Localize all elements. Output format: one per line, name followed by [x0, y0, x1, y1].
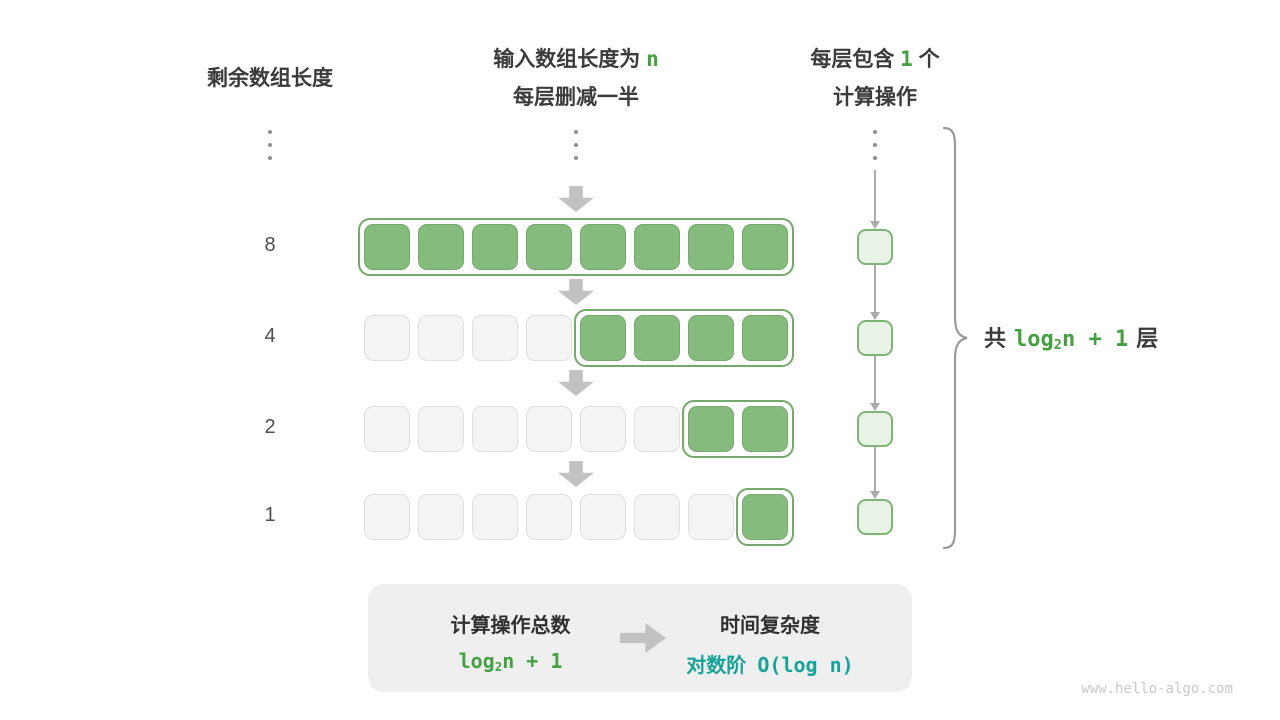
halve-arrow-icon [558, 461, 594, 487]
summary-operations: 计算操作总数 log2n + 1 [398, 609, 623, 674]
summary-box: 计算操作总数 log2n + 1 时间复杂度 对数阶 O(log n) [368, 584, 912, 692]
ops-per-layer-line2: 计算操作 [833, 86, 917, 109]
array-cell-removed [526, 406, 572, 452]
array-cell-removed [472, 315, 518, 361]
array-cell-removed [418, 315, 464, 361]
ellipsis-dots-middle [574, 130, 578, 160]
array-cell-active [634, 315, 680, 361]
operation-box [857, 411, 893, 447]
array-cell-removed [634, 406, 680, 452]
active-subarray-outline [682, 400, 794, 458]
row-length-label: 4 [264, 325, 276, 347]
row-length-label: 2 [264, 416, 276, 438]
summary-complexity: 时间复杂度 对数阶 O(log n) [660, 609, 880, 678]
op-connector-arrow [874, 447, 876, 492]
operation-box [857, 499, 893, 535]
summary-operations-formula: log2n + 1 [458, 649, 563, 674]
ellipsis-dots-right [873, 130, 877, 160]
ellipsis-dots-left [268, 130, 272, 160]
summary-complexity-formula: 对数阶 O(log n) [686, 653, 854, 677]
column-header-ops-per-layer: 每层包含 1 个 计算操作 [755, 40, 995, 117]
remaining-length-text: 剩余数组长度 [207, 67, 333, 90]
array-cell-removed [580, 406, 626, 452]
input-length-line1: 输入数组长度为 n [493, 47, 659, 71]
array-cell-removed [580, 494, 626, 540]
array-cell-active [580, 224, 626, 270]
active-subarray-outline [358, 218, 794, 276]
array-cell-active [472, 224, 518, 270]
column-header-remaining-length: 剩余数组长度 [170, 60, 370, 98]
op-connector-arrow [874, 170, 876, 222]
array-cell-active [688, 315, 734, 361]
array-cell-removed [364, 315, 410, 361]
summary-operations-title: 计算操作总数 [450, 615, 571, 637]
array-cell-active [742, 406, 788, 452]
summary-complexity-title: 时间复杂度 [720, 615, 820, 637]
op-connector-arrow [874, 265, 876, 313]
one-highlight: 1 [900, 47, 913, 71]
array-cell-active [580, 315, 626, 361]
array-cell-removed [526, 494, 572, 540]
array-cell-removed [418, 494, 464, 540]
array-cell-removed [472, 406, 518, 452]
operation-box [857, 320, 893, 356]
active-subarray-outline [736, 488, 794, 546]
array-cell-removed [526, 315, 572, 361]
input-length-line2: 每层删减一半 [513, 86, 639, 109]
row-length-label: 8 [264, 234, 276, 256]
op-connector-arrow [874, 356, 876, 404]
array-cell-removed [364, 494, 410, 540]
array-cell-active [634, 224, 680, 270]
array-cell-active [742, 494, 788, 540]
watermark: www.hello-algo.com [1081, 681, 1233, 697]
n-highlight: n [646, 47, 659, 71]
halve-arrow-icon [558, 370, 594, 396]
array-cell-removed [634, 494, 680, 540]
array-cell-active [364, 224, 410, 270]
array-cell-active [418, 224, 464, 270]
array-cell-removed [472, 494, 518, 540]
array-cell-active [688, 224, 734, 270]
active-subarray-outline [574, 309, 794, 367]
ops-per-layer-line1: 每层包含 1 个 [810, 47, 940, 71]
array-cell-removed [418, 406, 464, 452]
layers-brace [942, 126, 968, 550]
column-header-input-length: 输入数组长度为 n 每层删减一半 [426, 40, 726, 117]
row-length-label: 1 [264, 504, 276, 526]
array-cell-active [742, 315, 788, 361]
halve-arrow-icon [558, 186, 594, 212]
layer-count-prefix: 共 [984, 326, 1007, 351]
array-cell-active [742, 224, 788, 270]
array-cell-removed [688, 494, 734, 540]
layer-count-formula: log2n + 1 [1014, 327, 1129, 353]
array-cell-active [526, 224, 572, 270]
layer-count-label: 共 log2n + 1 层 [984, 321, 1158, 353]
array-cell-removed [364, 406, 410, 452]
layer-count-suffix: 层 [1136, 326, 1159, 351]
halve-arrow-icon [558, 279, 594, 305]
array-cell-active [688, 406, 734, 452]
operation-box [857, 229, 893, 265]
